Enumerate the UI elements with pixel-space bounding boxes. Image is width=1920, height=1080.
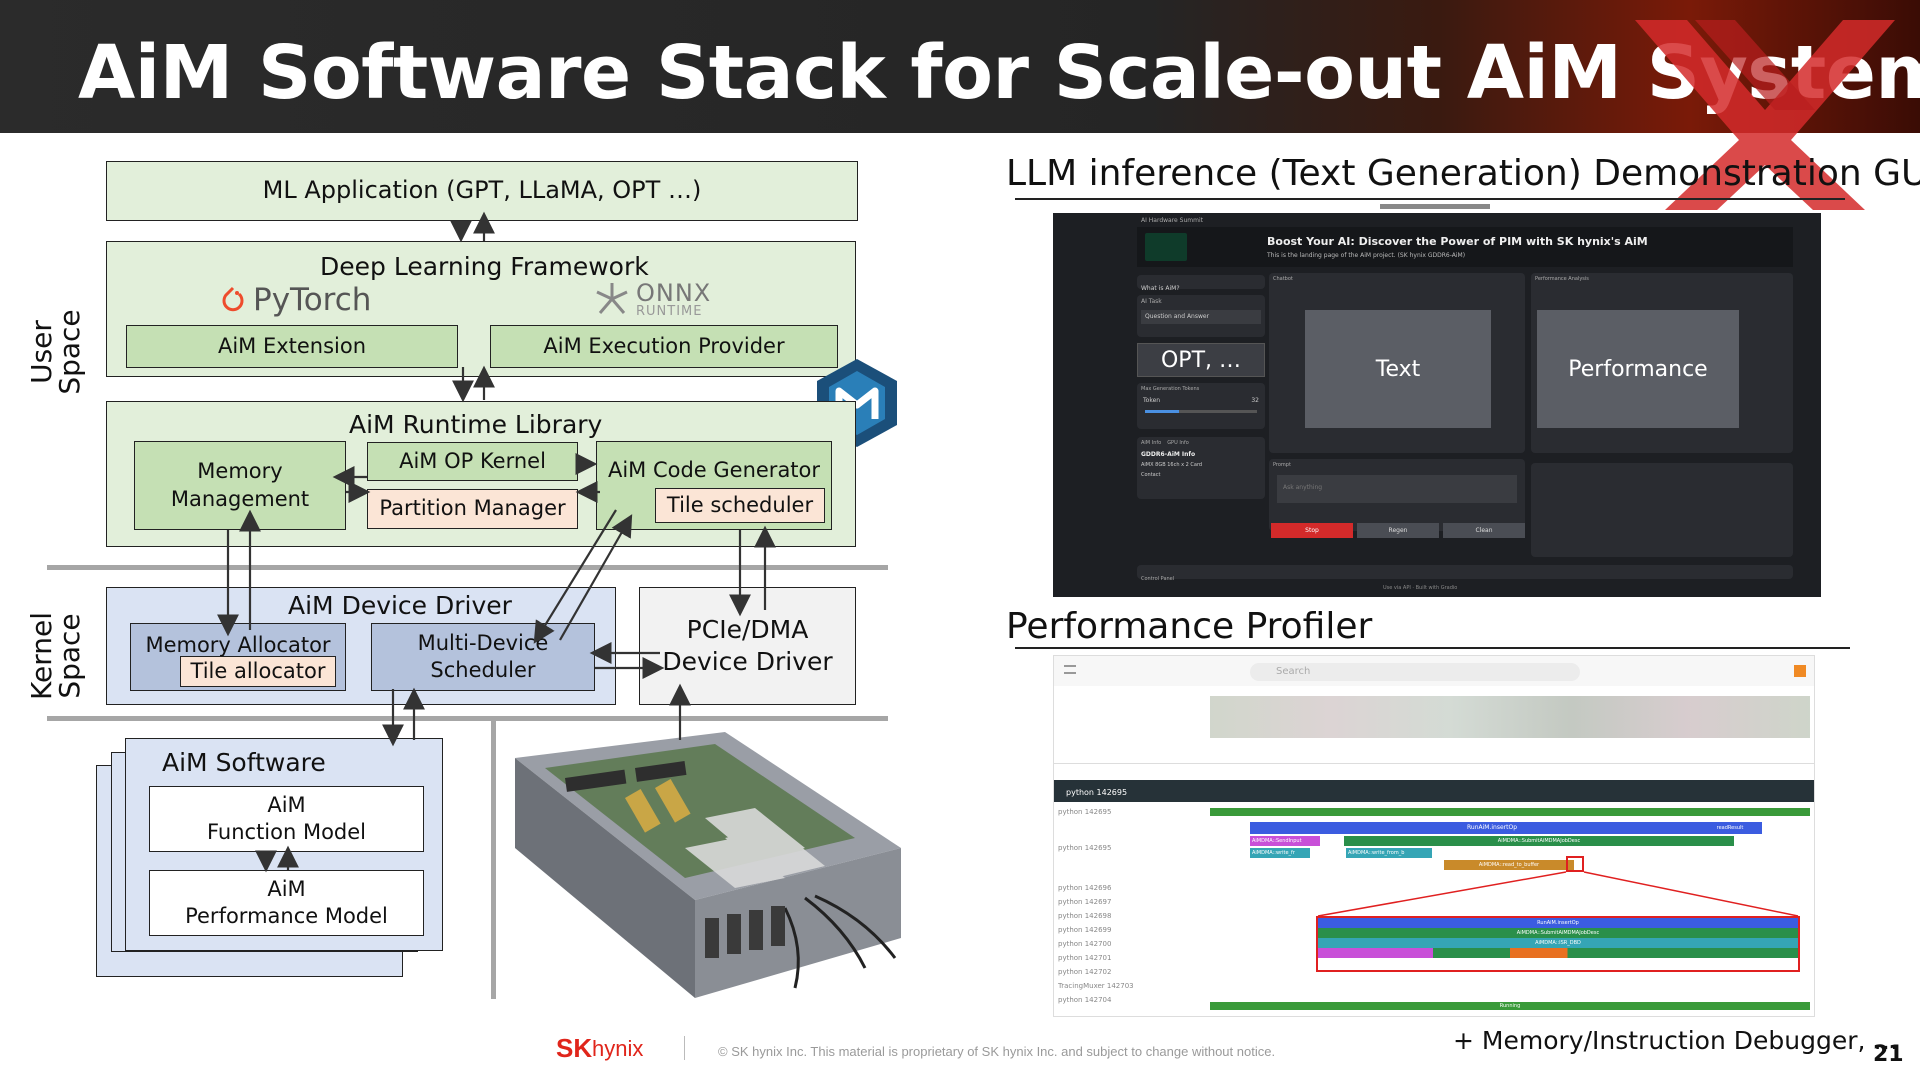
onnx-runtime-icon xyxy=(596,283,628,314)
notification-icon[interactable] xyxy=(1794,665,1806,677)
onnx-text: ONNX xyxy=(636,278,712,307)
gui-performance-output: Performance xyxy=(1537,310,1739,428)
profiler-slice-runaim[interactable]: RunAiM.insertOp xyxy=(1250,822,1734,834)
profiler-slice-readresult[interactable]: readResult xyxy=(1698,822,1762,834)
profiler-screenshot: Search python 142695 python 142695 pytho… xyxy=(1053,655,1815,1017)
demo-heading-underline xyxy=(1015,198,1845,200)
gui-regen-button[interactable]: Regen xyxy=(1357,523,1439,538)
gui-plot-panel xyxy=(1531,463,1793,557)
profiler-slice-sendinput[interactable]: AiMDMA::SendInput xyxy=(1250,836,1320,846)
function-model-box: AiM Function Model xyxy=(149,786,424,852)
onnx-logo: ONNX RUNTIME xyxy=(592,280,711,318)
gui-control-panel[interactable]: Control Panel xyxy=(1137,565,1793,582)
kernel-hw-divider xyxy=(47,716,888,721)
performance-model-box: AiM Performance Model xyxy=(149,870,424,936)
demo-gui-heading: LLM inference (Text Generation) Demonstr… xyxy=(1006,153,1920,194)
slide-title: AiM Software Stack for Scale-out AiM Sys… xyxy=(78,30,1920,116)
profiler-slice-running[interactable]: Running xyxy=(1210,1002,1810,1010)
profiler-slice-write-fr[interactable]: AiMDMA::write_fr xyxy=(1250,848,1310,858)
gui-sk-logo-icon xyxy=(1145,233,1187,261)
server-hardware-image xyxy=(515,732,901,998)
gui-ai-task: AI Task Question and Answer xyxy=(1137,295,1265,337)
pytorch-flame-icon xyxy=(222,286,244,312)
demo-gui-screenshot: AI Hardware Summit Boost Your AI: Discov… xyxy=(1053,213,1821,597)
profiler-thread-list: python 142695 python 142695 python 14269… xyxy=(1058,808,1134,1004)
aim-software-label: AiM Software xyxy=(162,748,326,777)
profiler-heading: Performance Profiler xyxy=(1006,606,1373,647)
gui-prompt-input[interactable]: Ask anything xyxy=(1277,475,1517,503)
partition-manager-box: Partition Manager xyxy=(367,489,578,529)
dl-framework-label: Deep Learning Framework xyxy=(320,252,649,281)
profiler-slice-read-to-buffer[interactable]: AiMDMA::read_to_buffer xyxy=(1444,860,1574,870)
aim-op-kernel-box: AiM OP Kernel xyxy=(367,442,578,481)
zoom-slice-isr[interactable]: AiMDMA::ISR_DBD xyxy=(1318,938,1798,948)
footer-separator xyxy=(684,1036,685,1060)
gui-prompt-panel: Prompt Ask anything xyxy=(1269,459,1525,531)
pytorch-text: PyTorch xyxy=(253,282,372,318)
gui-hw-summit-label: AI Hardware Summit xyxy=(1141,217,1203,224)
onnx-runtime-text: RUNTIME xyxy=(636,303,703,319)
ml-application-box: ML Application (GPT, LLaMA, OPT …) xyxy=(106,161,858,221)
demo-heading-accent xyxy=(1380,204,1490,209)
gui-model-select[interactable]: OPT, … xyxy=(1137,343,1265,377)
gui-stop-button[interactable]: Stop xyxy=(1271,523,1353,538)
sk-hynix-logo-hynix: hynix xyxy=(592,1036,644,1061)
profiler-track-top xyxy=(1210,808,1810,816)
profiler-zoom-connector xyxy=(1317,871,1799,917)
zoom-slice-runaim[interactable]: RunAiM.insertOp xyxy=(1318,918,1798,928)
gui-footer: Use via API · Built with Gradio xyxy=(1383,585,1458,591)
debugger-note: + Memory/Instruction Debugger, … xyxy=(1453,1026,1899,1055)
profiler-search-input[interactable]: Search xyxy=(1250,663,1580,681)
gui-what-is-aim[interactable]: What is AiM? xyxy=(1137,275,1265,292)
gui-task-select[interactable]: Question and Answer xyxy=(1141,310,1261,324)
runtime-library-label: AiM Runtime Library xyxy=(349,410,603,439)
gui-banner: Boost Your AI: Discover the Power of PIM… xyxy=(1137,227,1793,267)
gui-clean-button[interactable]: Clean xyxy=(1443,523,1525,538)
gui-token-slider[interactable] xyxy=(1145,410,1257,413)
sk-hynix-logo-sk: SK xyxy=(556,1033,593,1063)
profiler-process-header: python 142695 xyxy=(1054,780,1814,802)
gui-banner-title: Boost Your AI: Discover the Power of PIM… xyxy=(1267,235,1648,248)
profiler-heading-underline xyxy=(1015,647,1850,649)
pytorch-logo: PyTorch xyxy=(219,282,371,318)
device-driver-label: AiM Device Driver xyxy=(288,591,512,620)
tile-allocator-box: Tile allocator xyxy=(180,656,336,687)
tile-scheduler-box: Tile scheduler xyxy=(655,488,825,523)
brand-x-logo-icon xyxy=(1635,20,1895,210)
aim-execution-provider-box: AiM Execution Provider xyxy=(490,325,838,368)
profiler-slice-write-from-b[interactable]: AiMDMA::write_from_b xyxy=(1346,848,1432,858)
gui-text-output: Text xyxy=(1305,310,1491,428)
profiler-zoomed-region: RunAiM.insertOp AiMDMA::SubmitAiMDMAJobD… xyxy=(1316,916,1800,972)
diagram-arrows xyxy=(217,211,776,873)
profiler-time-ruler xyxy=(1054,740,1814,764)
profiler-slice-submitjob[interactable]: AiMDMA::SubmitAiMDMAJobDesc xyxy=(1344,836,1734,846)
profiler-overview xyxy=(1210,696,1810,738)
menu-icon[interactable] xyxy=(1064,665,1076,674)
page-number: 21 xyxy=(1873,1042,1904,1067)
footer-copyright: © SK hynix Inc. This material is proprie… xyxy=(718,1044,1276,1059)
gui-banner-subtitle: This is the landing page of the AiM proj… xyxy=(1267,252,1466,259)
zoom-slice-details xyxy=(1318,948,1798,958)
user-kernel-divider xyxy=(47,565,888,570)
aim-extension-box: AiM Extension xyxy=(126,325,458,368)
multi-device-scheduler-box: Multi-Device Scheduler xyxy=(371,623,595,691)
profiler-zoom-selection xyxy=(1566,856,1584,872)
vertical-divider xyxy=(491,721,496,999)
title-bar xyxy=(0,0,1920,133)
zoom-slice-submitjob[interactable]: AiMDMA::SubmitAiMDMAJobDesc xyxy=(1318,928,1798,938)
